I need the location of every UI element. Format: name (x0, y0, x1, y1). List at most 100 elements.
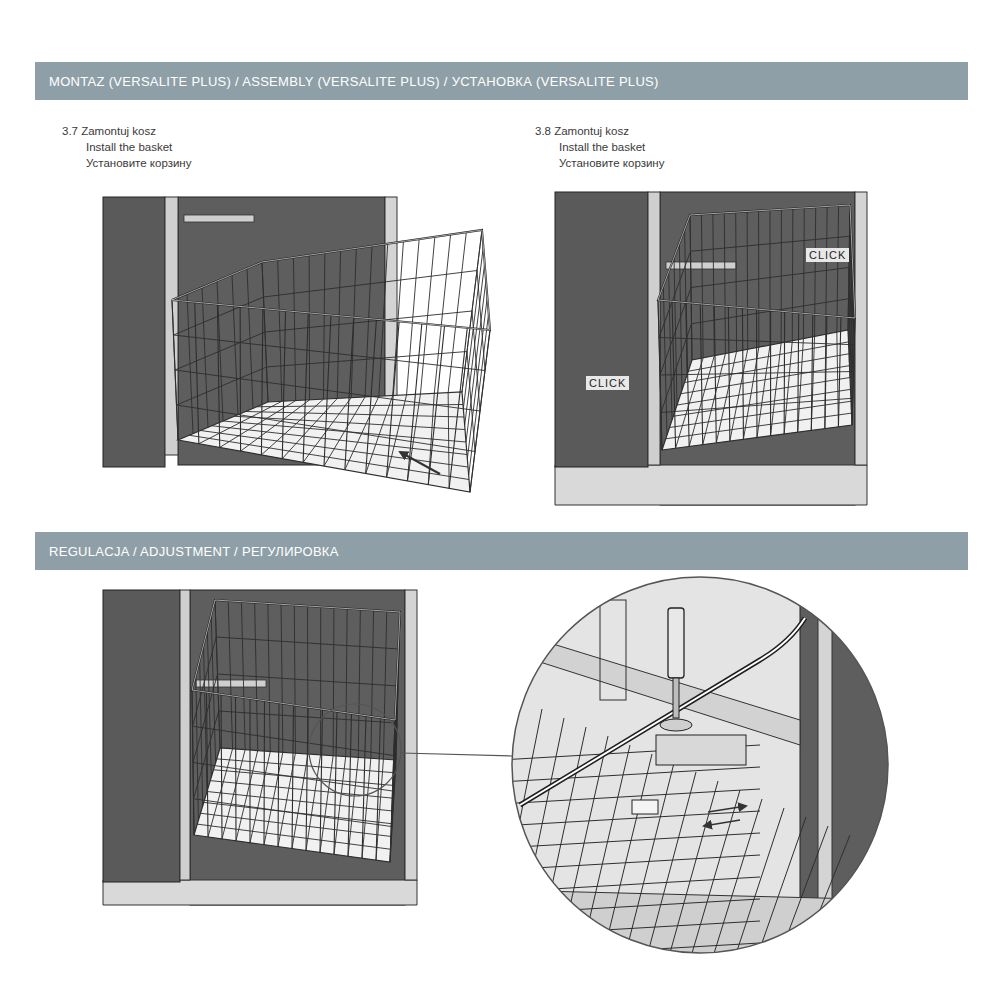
wire-line (659, 251, 691, 337)
wire-line (514, 718, 564, 960)
cabinet-back (660, 192, 855, 505)
basket-bottom (178, 392, 470, 492)
cabinet-right-edge (855, 192, 867, 465)
basket-rim-highlight (192, 600, 400, 720)
wire-line (668, 781, 718, 960)
section-band: REGULACJA / ADJUSTMENT / РЕГУЛИРОВКА (35, 532, 968, 570)
zoom-ground (500, 570, 900, 970)
wire-line (214, 770, 395, 786)
wire-line (500, 811, 760, 826)
screwdriver-tip (673, 678, 679, 718)
wire-line (265, 311, 472, 332)
wire-line (500, 833, 760, 848)
wire-line (849, 299, 853, 399)
cabinet-edge (648, 192, 660, 465)
step-caption: 3.8 Zamontuj kosz (535, 124, 629, 138)
drawer-rail (184, 215, 254, 222)
cabinet-right-edge (405, 590, 417, 880)
wire-line (197, 824, 391, 849)
cabinet-side (555, 192, 648, 467)
wire-line (661, 398, 853, 412)
wire-line (177, 405, 476, 452)
wire-line (800, 835, 850, 960)
wire-line (660, 372, 854, 376)
zoom-wire (600, 600, 626, 700)
section-heading: MONTAZ (VERSALITE PLUS) / ASSEMBLY (VERS… (49, 74, 659, 89)
adjust-arrow (708, 806, 746, 812)
step-3-8-drawing (555, 192, 867, 505)
cabinet-back (190, 590, 405, 905)
basket-rim (658, 205, 855, 318)
basket-rim-highlight (658, 205, 855, 318)
wire-line (677, 378, 850, 406)
wire-line (472, 311, 480, 411)
adjust-block (656, 735, 746, 765)
wire-line (756, 817, 806, 960)
zoom-basket-rim (520, 618, 805, 805)
zoom-floor (500, 890, 900, 970)
wire-line (175, 332, 265, 370)
wire-line (177, 367, 267, 405)
step-caption: Install the basket (559, 140, 645, 154)
wire-line (194, 711, 219, 799)
wire-line (690, 790, 740, 960)
basket-bottom (194, 748, 396, 862)
wire-line (673, 389, 850, 416)
zoom-detail (470, 570, 900, 970)
wire-line (778, 826, 828, 960)
zoom-basket-rim-highlight (520, 618, 805, 805)
clip-part (632, 800, 658, 814)
step-caption: 3.7 Zamontuj kosz (62, 124, 156, 138)
adjust-nut (660, 719, 692, 731)
wire-line (500, 921, 760, 936)
wire-line (175, 370, 480, 411)
section-heading: REGULACJA / ADJUSTMENT / РЕГУЛИРОВКА (49, 544, 339, 559)
basket-rim-highlight (172, 230, 490, 330)
cabinet-floor (103, 880, 417, 905)
wire-line (688, 342, 848, 371)
wire-line (500, 767, 760, 782)
step-caption: Установите корзину (86, 156, 191, 170)
cabinet-edge (165, 197, 178, 455)
wire-line (174, 297, 264, 335)
basket-rim (192, 600, 400, 720)
click-note: CLICK (586, 376, 629, 390)
screwdriver (668, 608, 684, 678)
wire-line (216, 637, 399, 649)
step-caption: Install the basket (86, 140, 172, 154)
wire-line (193, 637, 217, 726)
wire-line (492, 709, 542, 960)
wire-line (193, 726, 394, 755)
drawer-rail (666, 262, 736, 269)
wire-line (193, 674, 218, 763)
wire-line (264, 271, 478, 298)
cabinet-edge (180, 590, 190, 880)
step-3-7-drawing (103, 197, 490, 492)
wire-line (691, 268, 849, 288)
wire-line (467, 352, 475, 452)
wire-line (189, 435, 469, 479)
cabinet-floor (555, 465, 867, 505)
wire-line (500, 877, 760, 892)
step-caption: Установите корзину (559, 156, 664, 170)
wire-line (217, 759, 396, 773)
cabinet-side (103, 590, 180, 882)
wire-line (218, 674, 399, 686)
basket-rim (172, 230, 490, 330)
wire-line (659, 338, 854, 345)
wire-line (234, 416, 465, 429)
wire-line (685, 354, 850, 383)
wire-line (477, 271, 485, 371)
wire-line (470, 700, 520, 960)
zoom-outline (512, 577, 888, 953)
detail-leader (401, 753, 512, 756)
click-note: CLICK (806, 248, 849, 262)
section-band: MONTAZ (VERSALITE PLUS) / ASSEMBLY (VERS… (35, 62, 968, 100)
cabinet-side (103, 197, 165, 467)
wire-line (666, 413, 852, 439)
wire-line (174, 335, 486, 371)
push-arrow (400, 452, 440, 474)
wire-line (500, 899, 760, 914)
detail-marker (309, 704, 401, 796)
wire-line (193, 763, 393, 792)
